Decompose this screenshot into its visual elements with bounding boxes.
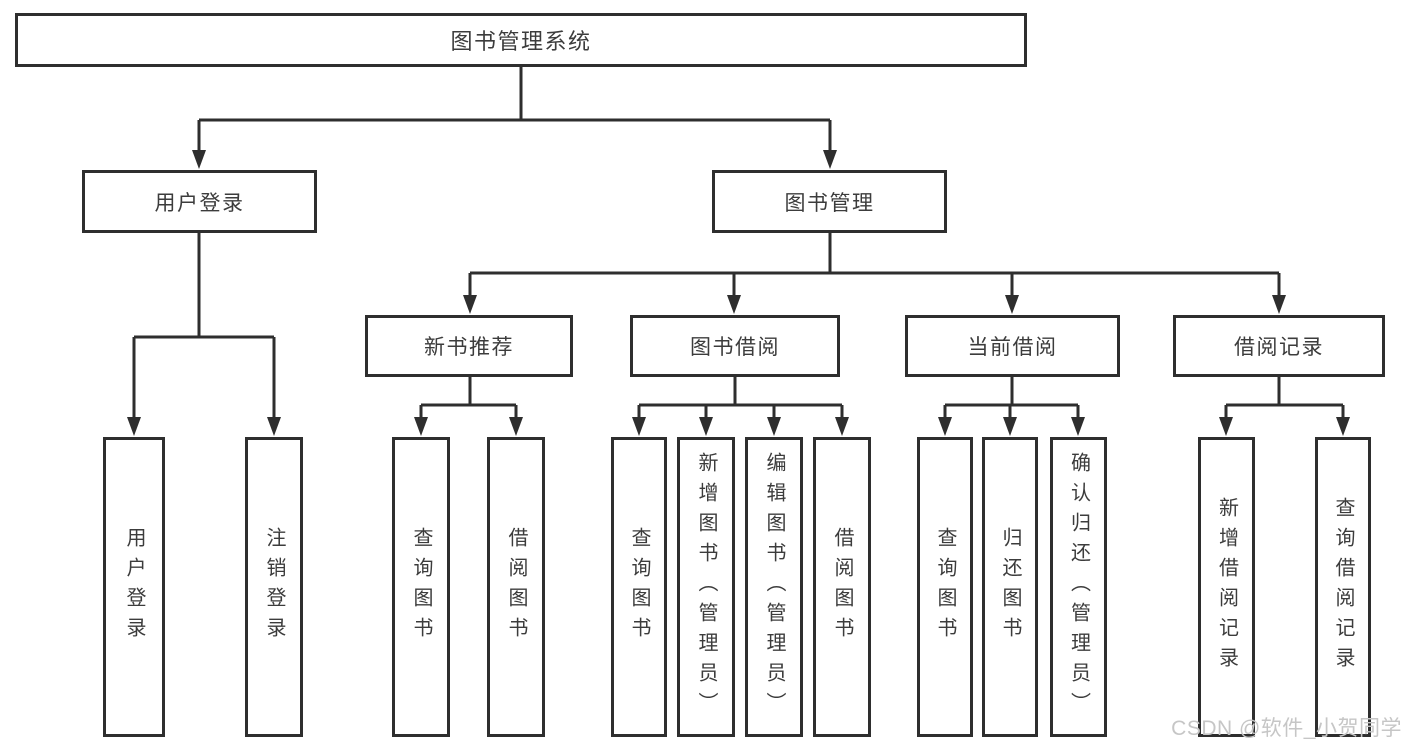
arrowhead [414,417,428,436]
arrowhead [1219,417,1233,436]
leaf-query-books-borrowing: 查询图书 [611,437,667,737]
node-new-book-recommend: 新书推荐 [365,315,573,377]
arrowhead [938,417,952,436]
leaf-query-books-current: 查询图书 [917,437,973,737]
arrowhead [463,295,477,314]
arrowhead [767,417,781,436]
node-borrowing-records: 借阅记录 [1173,315,1385,377]
connector-book-mgmt-children [468,233,1281,303]
arrowhead [192,150,206,169]
node-current-borrowing: 当前借阅 [905,315,1120,377]
leaf-user-login: 用户登录 [103,437,165,737]
leaf-borrow-books: 借阅图书 [813,437,871,737]
arrowhead [267,417,281,436]
leaf-confirm-return-admin: 确认归还（管理员） [1050,437,1107,737]
arrowhead [823,150,837,169]
connector-user-login-children [132,233,276,425]
arrowhead [1336,417,1350,436]
arrowhead [1272,295,1286,314]
node-book-borrowing: 图书借阅 [630,315,840,377]
leaf-query-books-recommend: 查询图书 [392,437,450,737]
arrowhead [727,295,741,314]
arrowhead [632,417,646,436]
arrowhead [1071,417,1085,436]
node-user-login: 用户登录 [82,170,317,233]
leaf-return-books: 归还图书 [982,437,1038,737]
arrowhead [1003,417,1017,436]
leaf-add-books-admin: 新增图书（管理员） [677,437,735,737]
arrowhead [509,417,523,436]
node-library-management-system: 图书管理系统 [15,13,1027,67]
arrowhead [699,417,713,436]
leaf-logout-login: 注销登录 [245,437,303,737]
watermark: CSDN @软件_小贺同学 [1171,717,1402,740]
leaf-borrow-books-recommend: 借阅图书 [487,437,545,737]
node-book-management: 图书管理 [712,170,947,233]
leaf-edit-books-admin: 编辑图书（管理员） [745,437,803,737]
connector-current-borrow-children [943,377,1080,425]
connector-borrow-record-children [1224,377,1345,425]
arrowhead [1005,295,1019,314]
leaf-add-borrow-record: 新增借阅记录 [1198,437,1255,737]
arrowhead [835,417,849,436]
arrowhead [127,417,141,436]
leaf-query-borrow-record: 查询借阅记录 [1315,437,1371,737]
connector-new-book-children [419,377,518,425]
connector-book-borrow-children [637,377,844,425]
